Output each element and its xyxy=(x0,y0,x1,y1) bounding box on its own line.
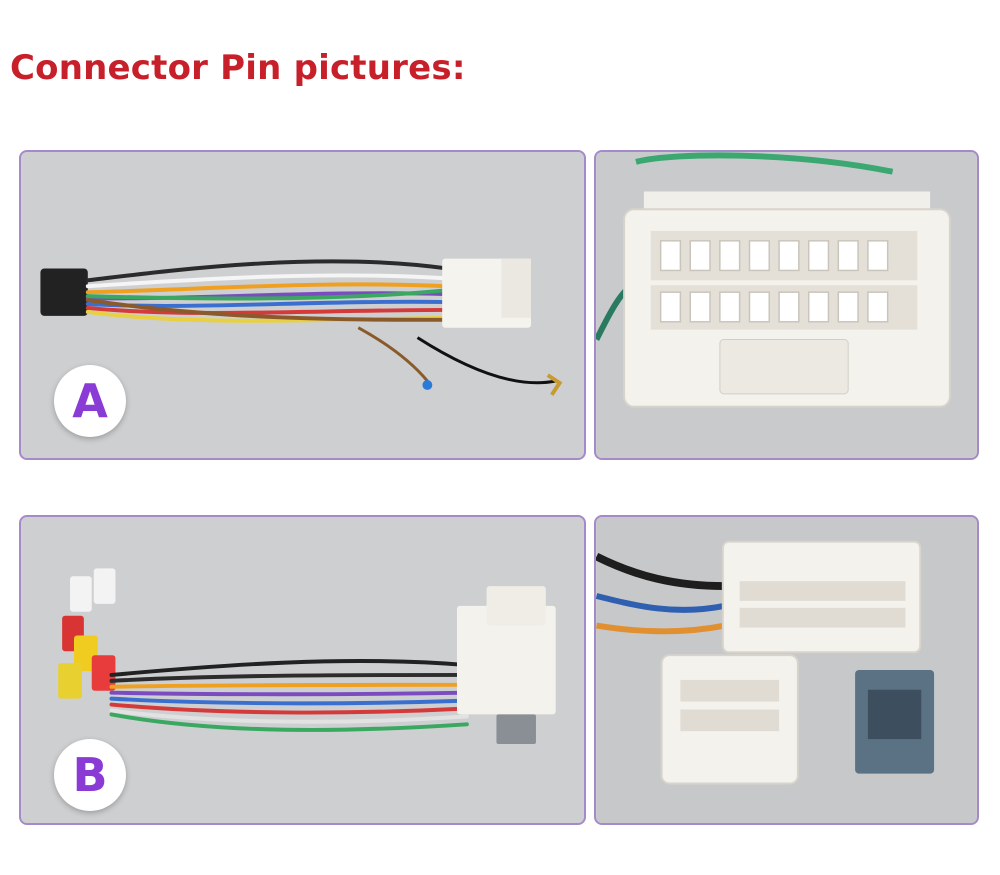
harness-b-photo: B xyxy=(19,515,586,825)
harness-a-photo: A xyxy=(19,150,586,460)
badge-b: B xyxy=(54,739,126,811)
connector-b-illustration xyxy=(596,517,977,823)
badge-a: A xyxy=(54,365,126,437)
connector-b-closeup xyxy=(594,515,979,825)
connector-a-closeup xyxy=(594,150,979,460)
connector-a-illustration xyxy=(596,152,977,458)
page-title: Connector Pin pictures: xyxy=(10,48,466,88)
